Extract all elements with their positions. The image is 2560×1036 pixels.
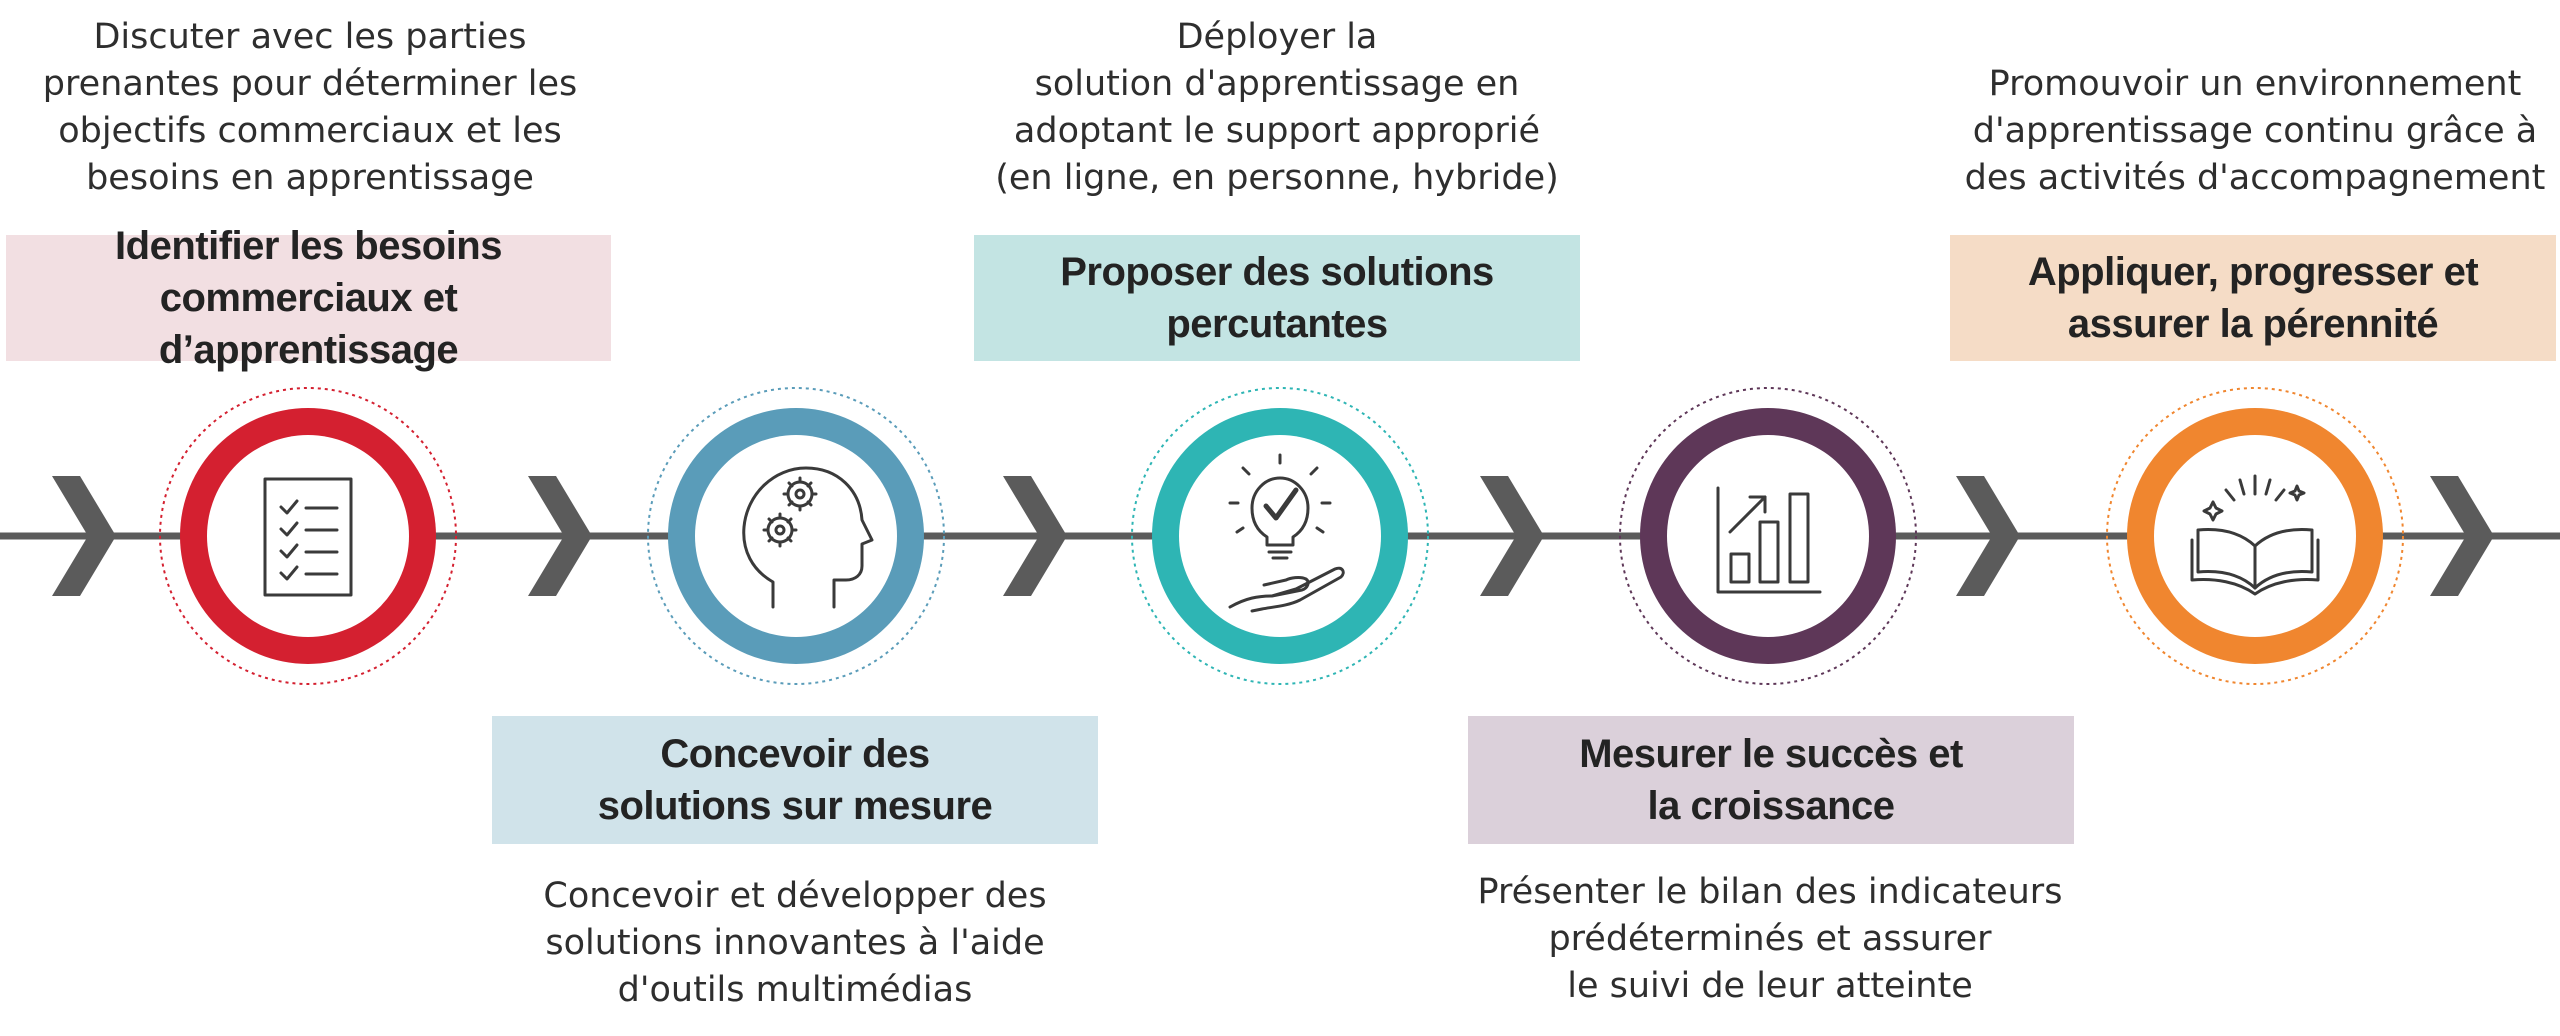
- head-gears-icon: [742, 466, 874, 609]
- chevron-arrow-icon: [1480, 476, 1544, 596]
- step-2-title: Concevoir des solutions sur mesure: [492, 716, 1098, 844]
- step-4-circle: [1619, 387, 1917, 685]
- step-4-description: Présenter le bilan des indicateurs prédé…: [1477, 872, 2063, 1006]
- step-4-title: Mesurer le succès et la croissance: [1468, 716, 2074, 844]
- lightbulb-hand-icon: [1228, 453, 1345, 613]
- step-3-description: Déployer la solution d'apprentissage en …: [995, 17, 1559, 198]
- step-3-circle: [1131, 387, 1429, 685]
- chevron-arrow-icon: [1003, 476, 1067, 596]
- chevron-arrow-icon: [1956, 476, 2020, 596]
- step-2-description: Concevoir et développer des solutions in…: [543, 876, 1047, 1010]
- chevron-arrow-icon: [52, 476, 116, 596]
- step-1-circle: [159, 387, 457, 685]
- growth-chart-icon: [1716, 486, 1822, 594]
- chevron-arrow-icon: [2430, 476, 2494, 596]
- step-5-circle: [2106, 387, 2404, 685]
- chevron-arrow-icon: [528, 476, 592, 596]
- step-2-circle: [647, 387, 945, 685]
- step-5-description: Promouvoir un environnement d'apprentiss…: [1964, 64, 2546, 198]
- step-3-title: Proposer des solutions percutantes: [974, 235, 1580, 361]
- step-1-title: Identifier les besoins commerciaux et d’…: [6, 224, 611, 372]
- step-1-description: Discuter avec les parties prenantes pour…: [42, 17, 578, 198]
- checklist-icon: [263, 477, 353, 597]
- step-5-title: Appliquer, progresser et assurer la pére…: [1950, 235, 2556, 361]
- open-book-icon: [2190, 474, 2320, 596]
